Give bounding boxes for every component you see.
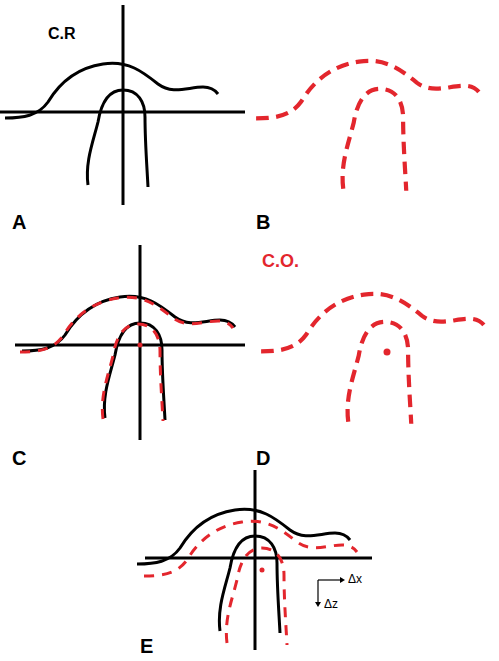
- panel-e: [137, 470, 372, 650]
- panel-letter: D: [256, 448, 270, 468]
- delta-label: Δx: [348, 573, 362, 585]
- panel-title: C.R: [48, 26, 76, 42]
- panel-title: C.O.: [262, 252, 299, 270]
- panel-a: [0, 5, 245, 205]
- panel-letter: A: [12, 212, 26, 232]
- panel-b: [256, 61, 480, 191]
- panel-letter: E: [140, 636, 153, 656]
- panel-letter: C: [12, 448, 26, 468]
- panel-letter: B: [256, 212, 270, 232]
- panel-d: [261, 294, 485, 424]
- delta-label: Δz: [324, 598, 338, 610]
- panel-c: [15, 245, 245, 440]
